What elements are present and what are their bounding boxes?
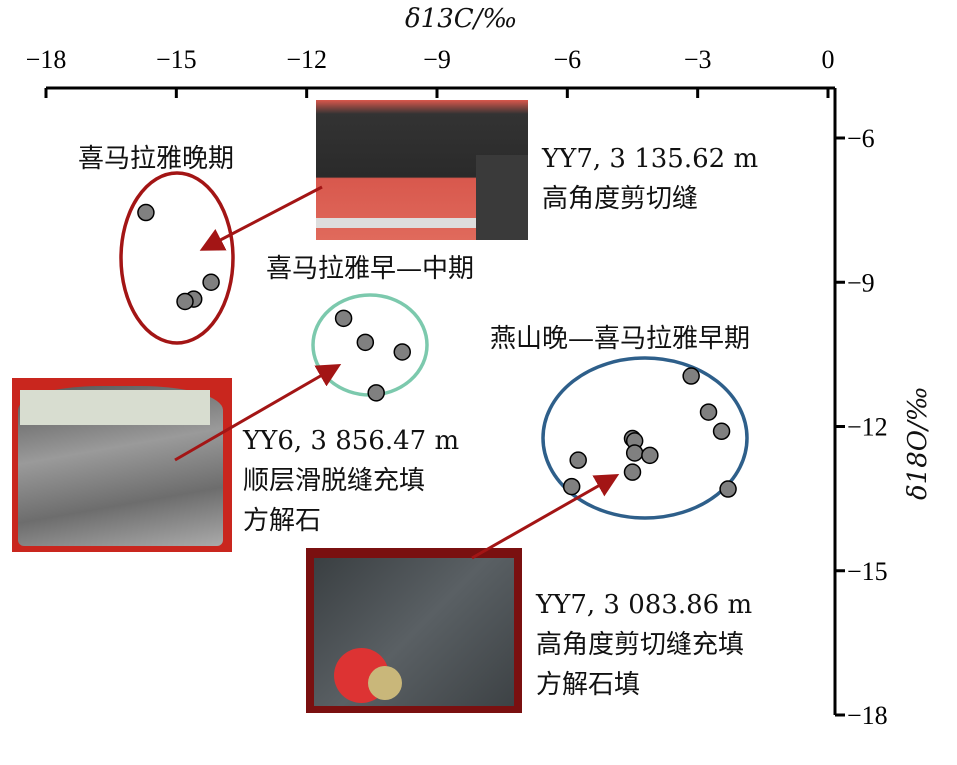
annotation-well-3: YY7, 3 083.86 m [536,590,753,620]
y-tick-label: −15 [847,557,888,586]
group-label-late-himalayan: 喜马拉雅晚期 [78,144,235,174]
annotation-well-2: YY6, 3 856.47 m [243,426,460,456]
data-point [562,477,581,496]
arrow [199,185,323,251]
x-axis-label: δ13C/‰ [405,4,518,34]
data-point [393,343,411,361]
annotation-desc-2b: 方解石 [243,506,322,536]
data-point [641,446,659,465]
group-ellipse [541,356,749,520]
annotation-desc-3a: 高角度剪切缝充填 [536,630,745,660]
data-point [712,422,731,441]
data-point [682,367,700,385]
annotation-well-1: YY7, 3 135.62 m [542,144,759,174]
core-photo-yy7-3083 [306,548,522,713]
annotation-desc-3b: 方解石填 [536,670,641,700]
data-point [356,333,375,352]
arrow [174,363,342,462]
y-axis-label: δ18O/‰ [903,386,933,500]
y-tick-label: −18 [847,701,888,730]
x-tick-label: −9 [423,45,451,74]
x-tick-label: −18 [26,45,67,74]
x-tick-label: −6 [553,45,581,74]
core-photo-yy6-3856 [12,378,232,552]
data-point [176,292,194,311]
arrow [471,474,620,560]
group-label-yanshan-himalayan: 燕山晚—喜马拉雅早期 [490,324,751,354]
y-tick-label: −6 [847,124,875,153]
x-tick-label: −3 [684,45,712,74]
x-tick-label: −12 [286,45,327,74]
x-tick-label: −15 [156,45,197,74]
data-point [334,309,353,328]
data-point [137,203,155,222]
annotation-desc-2a: 顺层滑脱缝充填 [243,466,426,496]
data-point [367,384,385,402]
y-tick-label: −9 [847,268,875,297]
x-tick-label: 0 [822,45,835,74]
data-point [719,480,737,498]
data-point [699,403,718,421]
annotation-desc-1: 高角度剪切缝 [542,184,699,214]
core-photo-yy7-3135 [316,100,528,240]
data-point [202,273,220,291]
data-point [569,451,587,469]
group-label-early-middle-himalayan: 喜马拉雅早—中期 [266,254,475,284]
y-tick-label: −12 [847,413,888,442]
data-point [623,463,642,481]
group-ellipse [119,171,235,345]
data-point [625,444,644,462]
